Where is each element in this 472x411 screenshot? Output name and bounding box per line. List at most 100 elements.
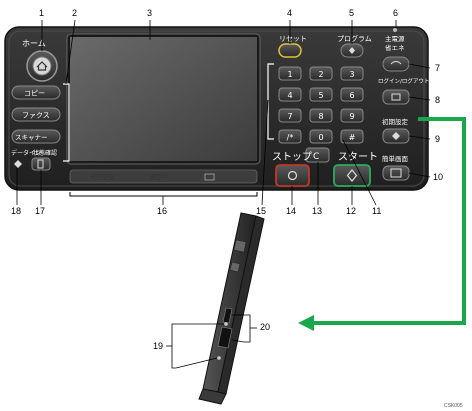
indicator-bracket bbox=[69, 192, 258, 197]
house-glyph bbox=[36, 61, 48, 71]
stop-label: ストップ bbox=[272, 151, 312, 163]
scanner-label: スキャナー bbox=[15, 134, 48, 142]
callout-9: 9 bbox=[435, 134, 440, 144]
keypad-key[interactable] bbox=[309, 129, 333, 144]
callout-16: 16 bbox=[157, 206, 167, 216]
simple-screen-button[interactable] bbox=[382, 165, 410, 181]
keypad-key[interactable] bbox=[340, 108, 364, 123]
keypad-key[interactable] bbox=[309, 108, 333, 123]
keypad-key[interactable] bbox=[278, 66, 302, 81]
keypad-key-label: 3 bbox=[349, 70, 354, 79]
keypad-key[interactable] bbox=[340, 129, 364, 144]
keypad-key-label: 6 bbox=[349, 91, 354, 100]
media-access-lamp-lower bbox=[217, 356, 221, 360]
data-in-label: データイン bbox=[11, 149, 41, 157]
home-label: ホーム bbox=[22, 39, 46, 48]
keypad-key[interactable] bbox=[340, 66, 364, 81]
callout-6: 6 bbox=[393, 8, 398, 18]
simple-screen-icon bbox=[390, 168, 402, 178]
keypad-key-label: 9 bbox=[349, 112, 354, 121]
keypad-key[interactable] bbox=[309, 87, 333, 102]
keypad-key-label: 8 bbox=[318, 112, 323, 121]
main-power-label-top: 主電源 bbox=[385, 34, 405, 43]
fax-label: ファクス bbox=[22, 112, 50, 120]
display-panel[interactable] bbox=[70, 37, 257, 161]
keypad-key[interactable] bbox=[309, 66, 333, 81]
side-callout-lines bbox=[166, 314, 257, 369]
numeric-keypad: 1 2 3 4 5 6 7 8 9 /* 0 # bbox=[278, 66, 364, 144]
callout-15: 15 bbox=[256, 206, 266, 216]
media-slot-lower bbox=[217, 326, 233, 349]
keypad-key-label: 2 bbox=[318, 70, 323, 79]
panel-side-view bbox=[198, 212, 265, 405]
callout-12: 12 bbox=[346, 206, 356, 216]
callout-18: 18 bbox=[11, 206, 21, 216]
communicating-label: 通信中 bbox=[150, 174, 168, 182]
clear-button[interactable] bbox=[305, 147, 330, 163]
callout-20: 20 bbox=[260, 322, 270, 332]
keypad-key[interactable] bbox=[278, 129, 302, 144]
copy-label: コピー bbox=[24, 90, 45, 98]
login-logout-label: ログイン/ログアウト bbox=[378, 77, 429, 85]
program-icon bbox=[349, 47, 355, 54]
figure-code: CSK005 bbox=[444, 403, 463, 409]
keypad-key-label: # bbox=[349, 133, 356, 142]
keypad-key-label: 0 bbox=[318, 133, 323, 142]
check-status-icon bbox=[37, 159, 44, 169]
panel-inner-edge bbox=[8, 30, 425, 187]
callout-14: 14 bbox=[286, 206, 296, 216]
scanner-button[interactable] bbox=[11, 129, 61, 144]
energy-saver-button[interactable] bbox=[382, 56, 410, 72]
callout-7: 7 bbox=[435, 63, 440, 73]
callout-19: 19 bbox=[153, 341, 163, 351]
keypad-key-label: 4 bbox=[287, 91, 292, 100]
copy-button[interactable] bbox=[11, 85, 61, 100]
program-label: プログラム bbox=[337, 34, 372, 43]
callout-4: 4 bbox=[287, 8, 292, 18]
callout-10: 10 bbox=[433, 172, 443, 182]
main-power-label-bottom: 省エネ bbox=[385, 43, 405, 52]
home-icon bbox=[32, 56, 52, 76]
stop-button[interactable] bbox=[275, 164, 310, 187]
reset-button[interactable] bbox=[278, 43, 302, 58]
callout-lines bbox=[16, 19, 431, 206]
callout-numbers: 1 2 3 4 5 6 7 8 9 10 11 12 13 14 15 16 1… bbox=[11, 8, 443, 351]
start-icon bbox=[346, 169, 358, 182]
main-power-indicator bbox=[393, 28, 397, 32]
start-label: スタート bbox=[338, 151, 378, 163]
stop-icon bbox=[287, 170, 298, 181]
clear-key-label: C bbox=[313, 152, 319, 162]
callout-1: 1 bbox=[39, 8, 44, 18]
settings-icon bbox=[392, 132, 400, 140]
green-arrow-path bbox=[312, 117, 466, 325]
keypad-key-label: 1 bbox=[287, 70, 292, 79]
green-arrow-head-icon bbox=[298, 315, 314, 331]
reset-label: リセット bbox=[279, 35, 307, 43]
callout-13: 13 bbox=[312, 206, 322, 216]
media-slot-upper bbox=[222, 307, 233, 324]
keypad-key-label: 7 bbox=[287, 112, 292, 121]
data-in-indicator-icon bbox=[14, 160, 22, 168]
keypad-key[interactable] bbox=[278, 87, 302, 102]
callout-2: 2 bbox=[72, 8, 77, 18]
callout-5: 5 bbox=[349, 8, 354, 18]
callout-8: 8 bbox=[435, 95, 440, 105]
login-logout-button[interactable] bbox=[382, 89, 410, 105]
callout-3: 3 bbox=[147, 8, 152, 18]
callout-11: 11 bbox=[372, 206, 381, 216]
initial-settings-label: 初期設定 bbox=[382, 117, 409, 126]
fax-button[interactable] bbox=[11, 107, 61, 122]
proxy-receive-label: 代行受信 bbox=[90, 174, 114, 182]
energy-saver-icon bbox=[390, 61, 402, 65]
media-access-lamp bbox=[224, 322, 228, 326]
keypad-key[interactable] bbox=[278, 108, 302, 123]
check-status-label: 状態確認 bbox=[33, 149, 57, 157]
callout-17: 17 bbox=[35, 206, 45, 216]
keypad-key-label: /* bbox=[287, 133, 294, 142]
memory-indicator-icon bbox=[204, 173, 215, 181]
login-icon bbox=[391, 93, 401, 101]
keypad-key-label: 5 bbox=[318, 91, 323, 100]
simple-screen-label: 簡単画面 bbox=[382, 154, 409, 163]
keypad-key[interactable] bbox=[340, 87, 364, 102]
